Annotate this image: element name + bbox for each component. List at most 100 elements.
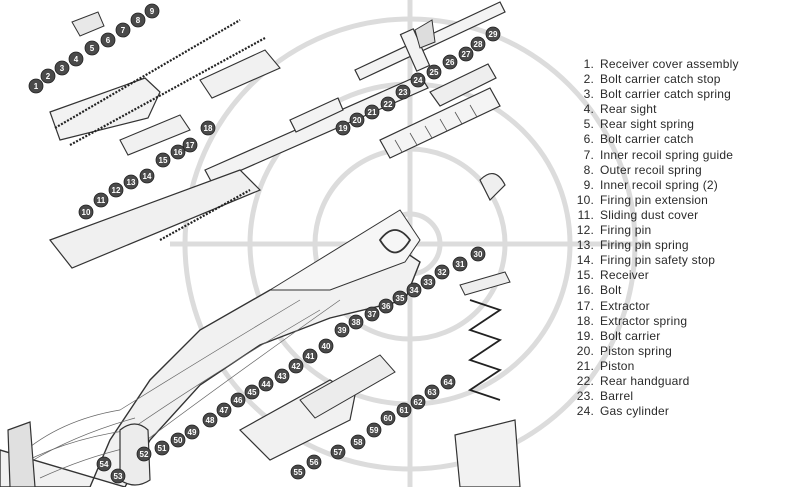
callout-64: 64	[440, 374, 456, 390]
callout-15: 15	[155, 152, 171, 168]
callout-40: 40	[318, 338, 334, 354]
callout-63: 63	[424, 384, 440, 400]
callout-number: 44	[262, 380, 271, 389]
callout-circle	[40, 68, 56, 84]
legend-item: 12.Firing pin	[562, 223, 794, 238]
callout-number: 43	[278, 372, 287, 381]
callout-51: 51	[154, 440, 170, 456]
callout-circle	[96, 456, 112, 472]
callout-number: 64	[444, 378, 453, 387]
callout-18: 18	[200, 120, 216, 136]
legend-number: 8.	[583, 162, 594, 177]
legend-number: 5.	[583, 117, 594, 132]
callout-circle	[380, 410, 396, 426]
handguard-ribs	[394, 104, 478, 153]
legend-label: Receiver cover assembly	[600, 57, 739, 71]
legend-item: 4. Rear sight	[562, 102, 794, 117]
callout-number: 50	[174, 436, 183, 445]
callout-57: 57	[330, 444, 346, 460]
callout-24: 24	[410, 72, 426, 88]
callout-48: 48	[202, 412, 218, 428]
callout-47: 47	[216, 402, 232, 418]
legend-number: 18.	[576, 313, 594, 328]
callout-number: 26	[446, 58, 455, 67]
callout-circle	[216, 402, 232, 418]
callout-number: 12	[112, 186, 121, 195]
callout-circle	[318, 338, 334, 354]
callout-circle	[410, 72, 426, 88]
callout-number: 49	[188, 428, 197, 437]
callout-number: 23	[399, 88, 408, 97]
legend-number: 12.	[576, 223, 594, 238]
callout-28: 28	[470, 36, 486, 52]
callout-8: 8	[130, 12, 146, 28]
legend-item: 18. Extractor spring	[562, 314, 794, 329]
callout-12: 12	[108, 182, 124, 198]
callout-60: 60	[380, 410, 396, 426]
rear-sight-assembly	[71, 11, 105, 37]
callout-38: 38	[348, 314, 364, 330]
callout-number: 20	[353, 116, 362, 125]
legend-item: 23.Barrel	[562, 389, 794, 404]
callout-19: 19	[335, 120, 351, 136]
callout-number: 60	[384, 414, 393, 423]
callout-number: 56	[310, 458, 319, 467]
recoil-springs	[54, 19, 266, 241]
callout-number: 6	[106, 36, 111, 45]
legend-number: 14.	[576, 253, 594, 268]
callout-13: 13	[123, 174, 139, 190]
legend-label: Receiver	[600, 268, 649, 283]
callout-number: 25	[430, 68, 439, 77]
callout-50: 50	[170, 432, 186, 448]
callout-circle	[348, 314, 364, 330]
legend-item: 24.Gas cylinder	[562, 404, 794, 419]
front-sight	[414, 19, 436, 49]
callout-circle	[230, 392, 246, 408]
legend-item: 5. Rear sight spring	[562, 117, 794, 132]
callout-22: 22	[380, 96, 396, 112]
callout-number: 11	[97, 196, 106, 205]
gas-cylinder	[429, 63, 497, 107]
callout-circle	[100, 32, 116, 48]
legend-number: 13.	[576, 238, 594, 253]
callout-circle	[395, 84, 411, 100]
callout-number: 7	[121, 26, 126, 35]
callout-number: 35	[396, 294, 405, 303]
legend-number: 20.	[576, 343, 594, 358]
callout-circle	[154, 440, 170, 456]
legend-label: Bolt carrier catch spring	[600, 87, 732, 102]
callout-number: 40	[322, 342, 331, 351]
callout-circle	[434, 264, 450, 280]
legend-label: Extractor spring	[600, 313, 688, 328]
callout-53: 53	[110, 468, 126, 484]
callout-circle	[144, 3, 160, 19]
legend-item: 15. Receiver	[562, 268, 794, 283]
callout-16: 16	[170, 144, 186, 160]
callout-49: 49	[184, 424, 200, 440]
callout-number: 8	[136, 16, 141, 25]
legend-number: 23.	[576, 389, 594, 404]
callout-circle	[170, 144, 186, 160]
callout-4: 4	[68, 51, 84, 67]
legend-number: 15.	[576, 268, 594, 283]
callout-circle	[485, 26, 501, 42]
callout-circle	[274, 368, 290, 384]
legend-label: Rear sight spring	[600, 117, 695, 132]
callout-number: 10	[82, 208, 91, 217]
legend-number: 22.	[576, 373, 594, 388]
legend-number: 4.	[583, 102, 594, 117]
callout-36: 36	[378, 298, 394, 314]
callout-circle	[130, 12, 146, 28]
legend-item: 14.Firing pin safety stop	[562, 253, 794, 268]
callout-circle	[244, 384, 260, 400]
callout-44: 44	[258, 376, 274, 392]
legend-label: Rear sight	[600, 102, 657, 117]
callout-circle	[350, 434, 366, 450]
legend-label: Piston	[600, 358, 635, 373]
legend-label: Firing pin extension	[600, 192, 709, 207]
callout-circle	[290, 464, 306, 480]
callout-number: 13	[127, 178, 136, 187]
